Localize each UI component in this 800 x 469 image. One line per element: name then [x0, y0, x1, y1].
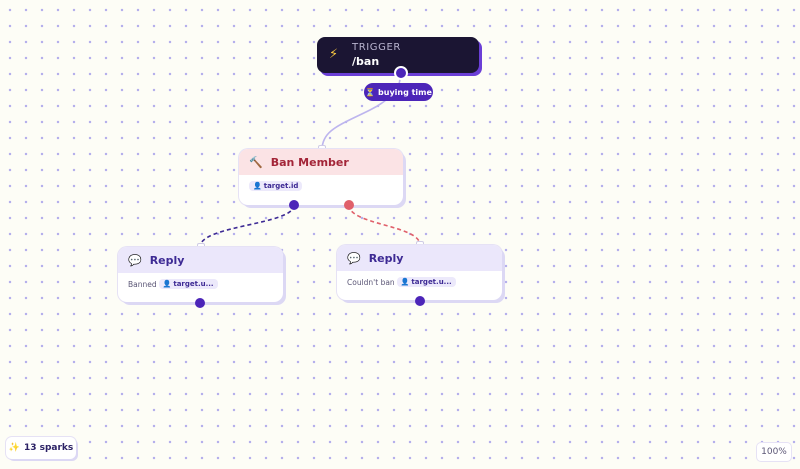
ban-member-body: 👤 target.id: [239, 175, 403, 197]
user-icon: 👤: [162, 280, 172, 288]
wire-ban-failure-to-reply[interactable]: [348, 204, 421, 246]
ban-member-success-port[interactable]: [289, 200, 299, 210]
reply-success-body: Banned 👤 target.u...: [118, 273, 283, 295]
ban-member-failure-port[interactable]: [344, 200, 354, 210]
trigger-output-port[interactable]: [394, 66, 408, 80]
status-pill: ⏳ buying time: [364, 83, 433, 101]
hourglass-icon: ⏳: [365, 87, 376, 97]
variable-chip[interactable]: 👤 target.u...: [158, 279, 218, 289]
sparks-label: 13 sparks: [23, 443, 74, 453]
variable-chip-label: target.id: [263, 182, 299, 190]
ban-member-node[interactable]: 🔨 Ban Member 👤 target.id: [239, 149, 403, 205]
reply-success-node[interactable]: 💬 Reply Banned 👤 target.u...: [118, 247, 283, 302]
trigger-command: /ban: [352, 55, 380, 68]
user-icon: 👤: [253, 182, 262, 190]
speech-bubble-icon: 💬: [347, 251, 361, 265]
reply-failure-node[interactable]: 💬 Reply Couldn't ban 👤 target.u...: [337, 245, 502, 300]
ban-member-title: Ban Member: [270, 155, 349, 169]
reply-failure-title: Reply: [368, 251, 404, 265]
reply-failure-output-port[interactable]: [415, 296, 425, 306]
status-pill-label: buying time: [378, 87, 432, 97]
reply-success-text: Banned: [128, 279, 157, 289]
variable-chip-label: target.u...: [173, 280, 214, 288]
hammer-icon: 🔨: [249, 155, 263, 169]
reply-failure-header: 💬 Reply: [337, 245, 502, 271]
variable-chip[interactable]: 👤 target.u...: [396, 277, 456, 287]
sparks-counter[interactable]: ✨ 13 sparks: [6, 437, 76, 459]
reply-failure-body: Couldn't ban 👤 target.u...: [337, 271, 502, 293]
user-icon: 👤: [400, 278, 410, 286]
variable-chip[interactable]: 👤 target.id: [249, 181, 303, 191]
variable-chip-label: target.u...: [411, 278, 452, 286]
zoom-level[interactable]: 100%: [757, 443, 791, 461]
reply-success-header: 💬 Reply: [118, 247, 283, 273]
sparkles-icon: ✨: [8, 443, 20, 453]
wire-ban-success-to-reply[interactable]: [199, 204, 295, 248]
speech-bubble-icon: 💬: [128, 253, 142, 267]
lightning-icon: ⚡: [329, 47, 339, 62]
reply-success-title: Reply: [149, 253, 185, 267]
trigger-kind-label: TRIGGER: [352, 42, 401, 53]
reply-success-output-port[interactable]: [195, 298, 205, 308]
ban-member-header: 🔨 Ban Member: [239, 149, 403, 175]
reply-failure-text: Couldn't ban: [347, 277, 395, 287]
